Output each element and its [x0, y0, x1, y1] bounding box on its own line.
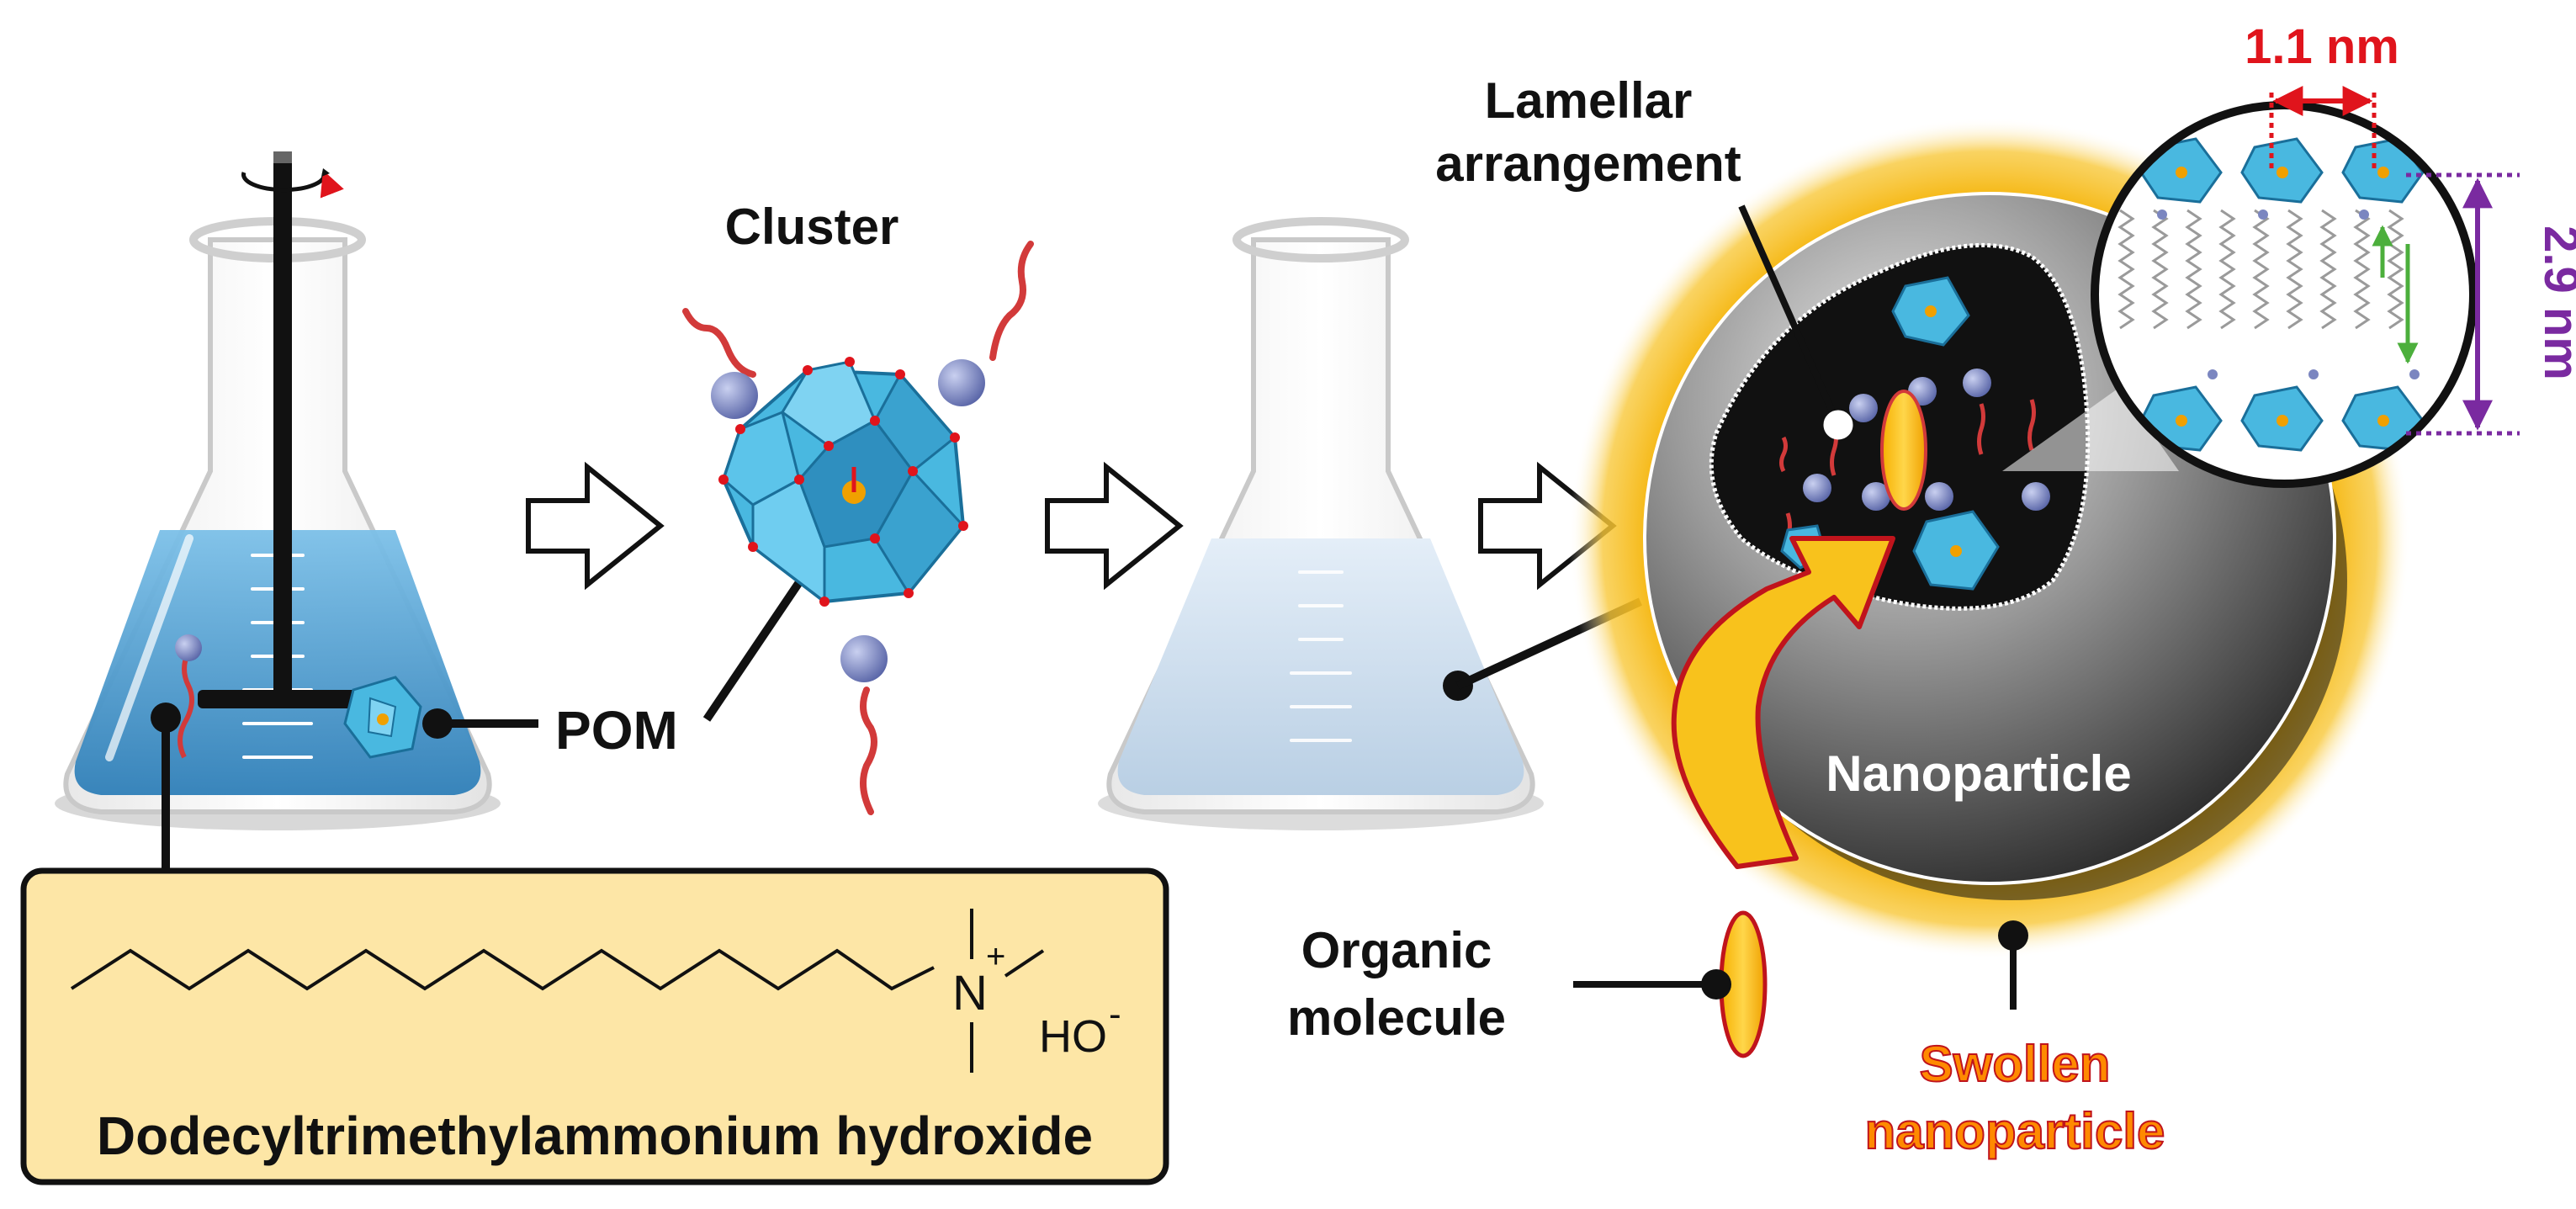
dimension-width-label: 1.1 nm — [2245, 19, 2399, 74]
dimension-width — [2269, 86, 2377, 172]
surfactant-structure-box — [20, 867, 1169, 1185]
alkyl-chain — [70, 948, 935, 991]
zoom-inset — [2091, 101, 2478, 488]
cluster-label: Cluster — [725, 199, 899, 255]
surfactant-connector — [151, 703, 181, 871]
process-arrow-1 — [526, 461, 665, 591]
dimension-height-label: 2.9 nm — [2534, 225, 2576, 380]
lamellar-label-line2: arrangement — [1435, 135, 1741, 192]
organic-label-line2: molecule — [1287, 989, 1506, 1046]
nitrogen-charge: + — [986, 938, 1005, 975]
process-arrow-2 — [1045, 461, 1184, 591]
guest-molecule-inside — [1880, 390, 1927, 511]
organic-label-line1: Organic — [1301, 922, 1492, 978]
swollen-label-line2: nanoparticle — [1865, 1103, 2165, 1159]
hydroxide-label: HO — [1039, 1011, 1107, 1062]
pom-cluster-small — [343, 676, 422, 759]
flask-powder — [1098, 217, 1544, 830]
swollen-label-line1: Swollen — [1920, 1036, 2111, 1092]
hydroxide-charge: - — [1109, 994, 1121, 1035]
surfactant-small — [175, 634, 202, 759]
surfactant-name: Dodecyltrimethylammonium hydroxide — [97, 1106, 1093, 1166]
cluster-illustration — [682, 241, 1034, 815]
lamellar-connector — [1738, 204, 1853, 440]
lamellar-label-line1: Lamellar — [1485, 72, 1693, 129]
organic-connector — [1573, 969, 1731, 1000]
insertion-arrow — [1671, 536, 1895, 869]
pom-label: POM — [555, 700, 678, 761]
rotation-arrow-icon — [321, 168, 330, 177]
nanoparticle-label: Nanoparticle — [1826, 745, 2131, 802]
dimension-height — [2406, 172, 2520, 436]
swollen-connector — [1998, 920, 2028, 1010]
nitrogen-label: N — [952, 966, 988, 1021]
stirrer-rod — [198, 151, 366, 708]
